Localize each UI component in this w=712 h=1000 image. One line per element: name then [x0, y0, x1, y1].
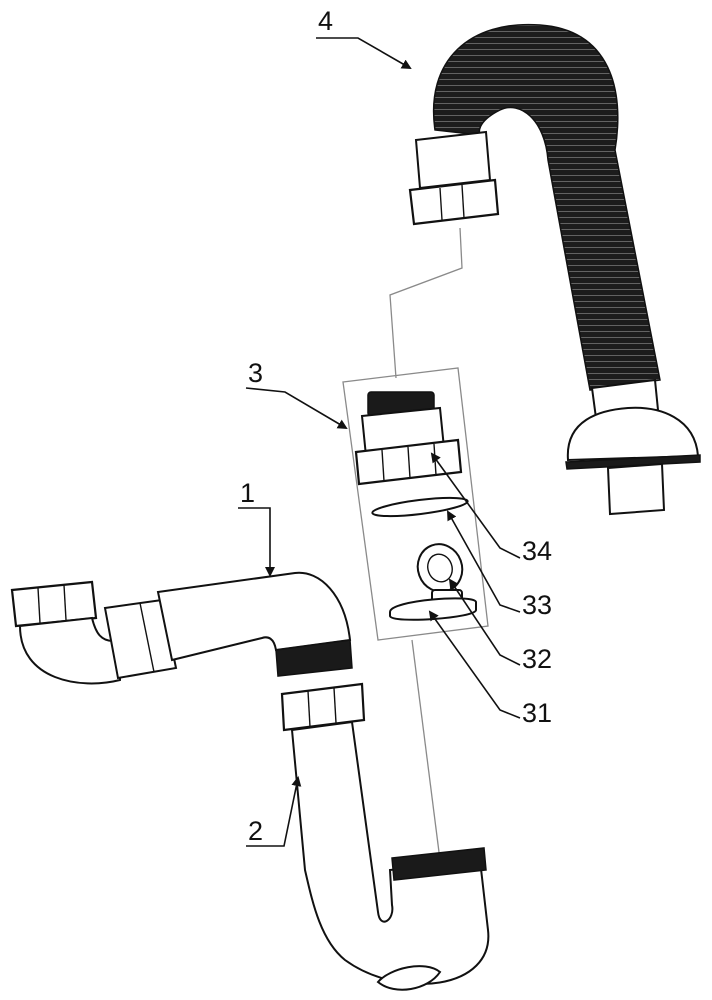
part-32-valve-flap [416, 543, 464, 603]
label-part-32: 32 [522, 644, 552, 674]
guide-line-adapter-to-trap [411, 639, 441, 861]
trap-top-nut [280, 682, 366, 732]
trap-bottom-cap [376, 965, 442, 991]
pipe-thread-collar [275, 639, 353, 677]
leader-1 [238, 507, 275, 577]
label-part-33: 33 [522, 590, 552, 620]
leader-3 [245, 387, 348, 430]
leader-31 [428, 610, 521, 719]
pipe-left-nut [10, 580, 98, 628]
trap-right-collar [391, 847, 487, 881]
label-part-3: 3 [248, 358, 263, 388]
leader-34 [430, 452, 521, 559]
label-part-4: 4 [318, 6, 333, 36]
part-31-seat [389, 597, 477, 621]
label-part-2: 2 [248, 816, 263, 846]
adapter-enclosure-box [342, 367, 489, 641]
leader-32 [448, 578, 521, 666]
hose-right-outlet [565, 378, 701, 516]
part-3-adapter-assembly [342, 367, 489, 641]
guide-line-hose-to-adapter [389, 227, 463, 379]
label-part-31: 31 [522, 698, 552, 728]
leader-2 [246, 776, 302, 847]
part-34-nut [354, 438, 463, 486]
part-2-p-trap [280, 682, 490, 991]
part-4-flexible-hose [408, 23, 701, 516]
part-1-horizontal-pipe [10, 571, 353, 685]
part-33-gasket [371, 496, 469, 518]
leader-lines [238, 37, 521, 847]
leader-4 [316, 37, 412, 69]
label-part-1: 1 [240, 478, 255, 508]
label-part-34: 34 [522, 536, 552, 566]
hose-left-nut [408, 178, 500, 226]
leader-33 [447, 510, 521, 613]
